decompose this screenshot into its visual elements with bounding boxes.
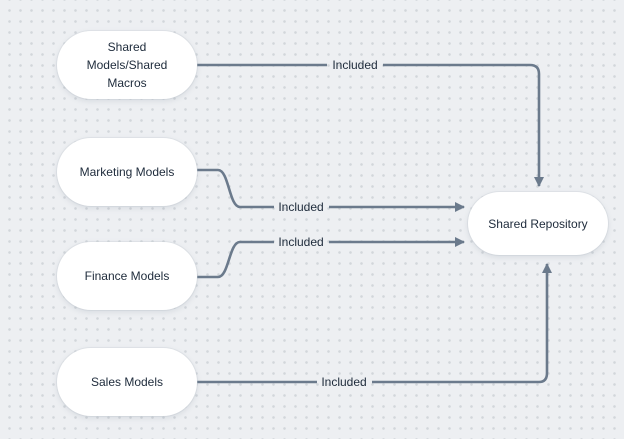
node-finance-models: Finance Models bbox=[57, 242, 197, 310]
edge-marketing-models-to-repository-seg1 bbox=[197, 168, 274, 209]
edge-sales-models-to-repository-seg2 bbox=[372, 263, 552, 384]
node-label-shared-models-shared-macros: Shared Models/Shared Macros bbox=[86, 40, 168, 90]
edge-label-finance-models-included: Included bbox=[278, 235, 324, 249]
node-label-marketing-models: Marketing Models bbox=[79, 165, 175, 179]
edge-finance-models-to-repository-seg1 bbox=[197, 240, 274, 279]
node-label-shared-repository: Shared Repository bbox=[488, 216, 588, 231]
node-shared-repository: Shared Repository bbox=[468, 192, 608, 255]
edge-label-sales-models-included: Included bbox=[321, 375, 367, 389]
node-shared-models-shared-macros: Shared Models/Shared Macros bbox=[57, 31, 197, 99]
edge-shared-models-to-repository-seg2 bbox=[383, 63, 544, 187]
node-sales-models: Sales Models bbox=[57, 348, 197, 416]
edge-label-marketing-models-included: Included bbox=[278, 200, 324, 214]
node-marketing-models: Marketing Models bbox=[57, 138, 197, 206]
edge-label-shared-models-included: Included bbox=[332, 58, 378, 72]
node-label-sales-models: Sales Models bbox=[90, 375, 164, 389]
node-label-finance-models: Finance Models bbox=[84, 269, 170, 283]
